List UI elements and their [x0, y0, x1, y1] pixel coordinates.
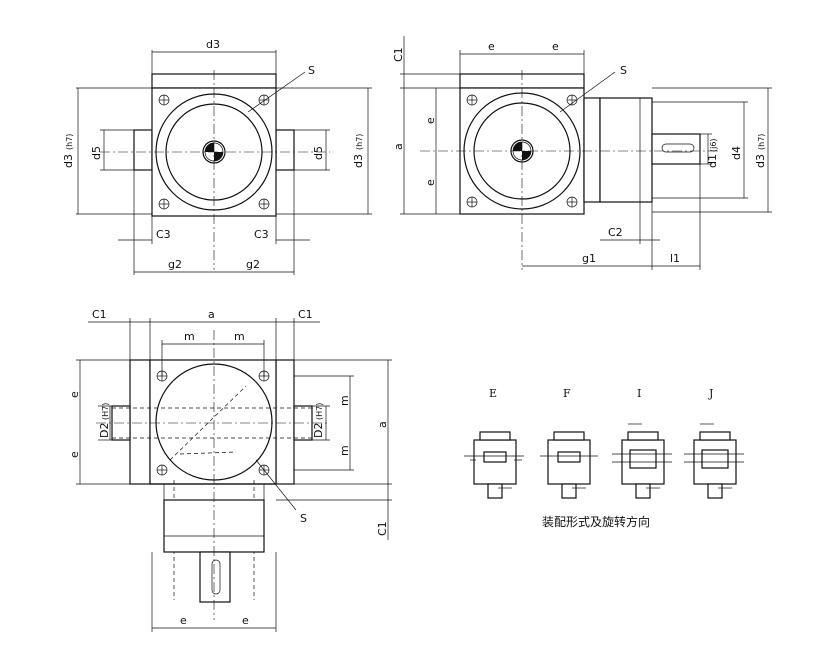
dim-c1-vertical: C1 — [376, 521, 389, 536]
dim-e-bottom-right: e — [242, 614, 249, 627]
dim-d1-sub: (j6) — [709, 138, 718, 152]
dim-e-left: e — [488, 40, 495, 53]
dim-e-right: e — [552, 40, 559, 53]
mount-form-i — [612, 423, 672, 499]
mount-label-j: J — [708, 387, 713, 400]
mounting-caption: 装配形式及旋转方向 — [542, 514, 650, 529]
dim-c1-right: C1 — [298, 308, 313, 321]
dim-d3h7-left-sub: (h7) — [65, 134, 74, 150]
dim-a-right: a — [376, 421, 389, 428]
dim-e-down-bottom: e — [68, 451, 81, 458]
label-s: S — [308, 64, 315, 77]
top-right-view: C1 e e S a e e d1 (j6) d4 d3 (h7) — [392, 36, 772, 270]
dim-c3-left: C3 — [156, 228, 171, 241]
dim-e-up: e — [424, 117, 437, 124]
dim-d2-left-sub: (H7) — [101, 403, 110, 420]
dim-m-right: m — [234, 330, 245, 343]
dim-d2-left: D2 — [98, 423, 111, 438]
dim-d4: d4 — [730, 146, 743, 160]
dim-d3-top: d3 — [206, 38, 220, 51]
mount-label-i: I — [637, 387, 641, 400]
dim-d5-right: d5 — [312, 146, 325, 160]
dim-d1: d1 — [706, 154, 719, 168]
mount-form-j — [684, 423, 744, 499]
dim-l1: l1 — [670, 252, 680, 265]
label-s-bottom: S — [300, 512, 307, 525]
dim-d3: d3 — [754, 154, 767, 168]
dim-e-down: e — [424, 179, 437, 186]
bottom-left-view: C1 a C1 m m e e D2 (H7) D2 (H7) m m — [68, 308, 392, 632]
mount-form-f — [540, 431, 598, 499]
dim-a: a — [392, 143, 405, 150]
dim-m-down: m — [338, 445, 351, 456]
dim-d3-sub: (h7) — [757, 134, 766, 150]
mount-form-e — [464, 431, 524, 499]
label-s-right: S — [620, 64, 627, 77]
dim-d3h7-right: d3 — [352, 154, 365, 168]
dim-d2-right: D2 — [312, 423, 325, 438]
dim-g1: g1 — [582, 252, 596, 265]
mounting-forms: E F I J — [464, 387, 744, 529]
dim-e-bottom-left: e — [180, 614, 187, 627]
dim-d3h7-left: d3 — [62, 154, 75, 168]
dim-m-left: m — [184, 330, 195, 343]
dim-c2: C2 — [608, 226, 623, 239]
dim-m-up: m — [338, 395, 351, 406]
mount-label-f: F — [563, 387, 571, 400]
dim-g2-left: g2 — [168, 258, 182, 271]
dim-d5-left: d5 — [90, 146, 103, 160]
dim-g2-right: g2 — [246, 258, 260, 271]
top-left-view: d3 S d3 (h7) d5 d5 d3 (h7) C3 C3 — [62, 38, 372, 275]
dim-d2-right-sub: (H7) — [315, 403, 324, 420]
dim-a-top: a — [208, 308, 215, 321]
mount-label-e: E — [489, 387, 497, 400]
dim-c1: C1 — [392, 47, 405, 62]
dim-c3-right: C3 — [254, 228, 269, 241]
dim-c1-left: C1 — [92, 308, 107, 321]
dim-d3h7-right-sub: (h7) — [355, 134, 364, 150]
dim-e-up-bottom: e — [68, 391, 81, 398]
